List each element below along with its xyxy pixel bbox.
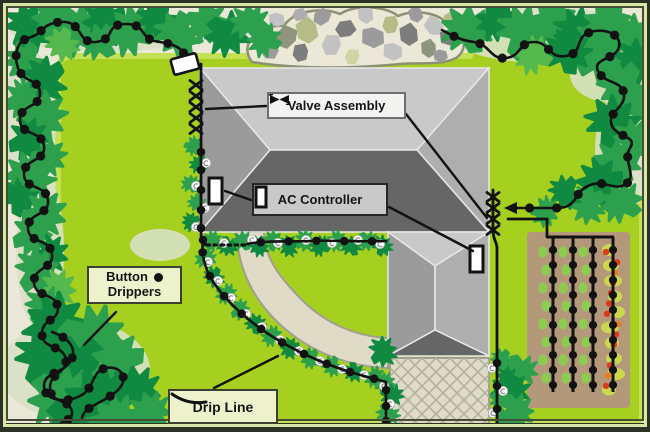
valve-bowtie-icon — [269, 94, 290, 105]
button-drippers-label: Button Drippers — [87, 266, 182, 304]
dripper-dot-icon — [153, 273, 163, 283]
ac-controller-device-right — [468, 244, 485, 274]
drip-line-label: Drip Line — [168, 389, 278, 424]
curved-walkway — [235, 231, 389, 370]
ac-controller-device-left — [207, 176, 224, 206]
garden-feed-line — [506, 217, 549, 239]
walkway-bed-drip-line — [201, 238, 388, 384]
flow-arrow — [504, 202, 517, 214]
ac-controller-text: AC Controller — [277, 192, 363, 207]
house-wing-roof — [385, 230, 492, 358]
vegetable-garden — [527, 232, 630, 408]
controller-icon — [254, 185, 268, 209]
connection-box — [169, 52, 201, 76]
foundation-bed-drip-line — [245, 239, 388, 246]
rock-garden — [246, 3, 465, 69]
drip-curve-icon — [170, 392, 208, 405]
valve-assembly-text: Valve Assembly — [287, 98, 386, 113]
lattice-patio — [389, 357, 490, 425]
button-drippers-text-1: Button — [106, 269, 148, 285]
drip-line-text: Drip Line — [192, 398, 254, 415]
valve-symbols — [188, 79, 501, 236]
ac-controller-label: AC Controller — [252, 183, 388, 216]
valve-assembly-label: Valve Assembly — [267, 92, 406, 119]
button-drippers-text-2: Drippers — [107, 284, 162, 299]
label-leader-lines — [82, 104, 489, 390]
